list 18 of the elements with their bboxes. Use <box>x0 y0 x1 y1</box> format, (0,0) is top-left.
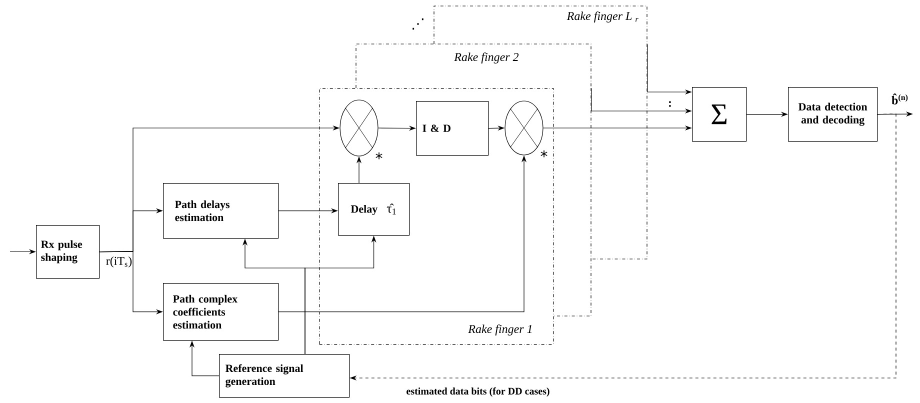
process-box: Path delays estimation <box>163 183 279 239</box>
summation-box: Σ <box>692 87 747 142</box>
conjugate-mark: * <box>540 150 548 158</box>
edge-label: estimated data bits (for DD cases) <box>405 386 551 398</box>
frame-title: Rake finger 2 <box>454 52 519 64</box>
frame-title: Rake finger L $_{r}$ <box>566 12 638 22</box>
process-box: Data detection and decoding <box>788 87 878 142</box>
process-box: Rx pulse shaping <box>36 224 100 279</box>
frame-title: Rake finger 1 <box>468 324 532 336</box>
ellipsis-dots: ⋰ <box>412 18 424 30</box>
conjugate-mark: * <box>376 152 382 160</box>
signal-label: r(iT$_{s}$) <box>106 256 132 268</box>
process-box: Delay τ̂$_{1}$ <box>338 183 410 236</box>
process-box: I & D <box>416 101 489 156</box>
process-box: Path complex coefficients estimation <box>163 283 279 341</box>
ellipsis-label: : <box>669 101 671 107</box>
edge-label: b̂$^{(n)}$ <box>890 92 910 106</box>
process-box: Reference signal generation <box>219 354 350 398</box>
